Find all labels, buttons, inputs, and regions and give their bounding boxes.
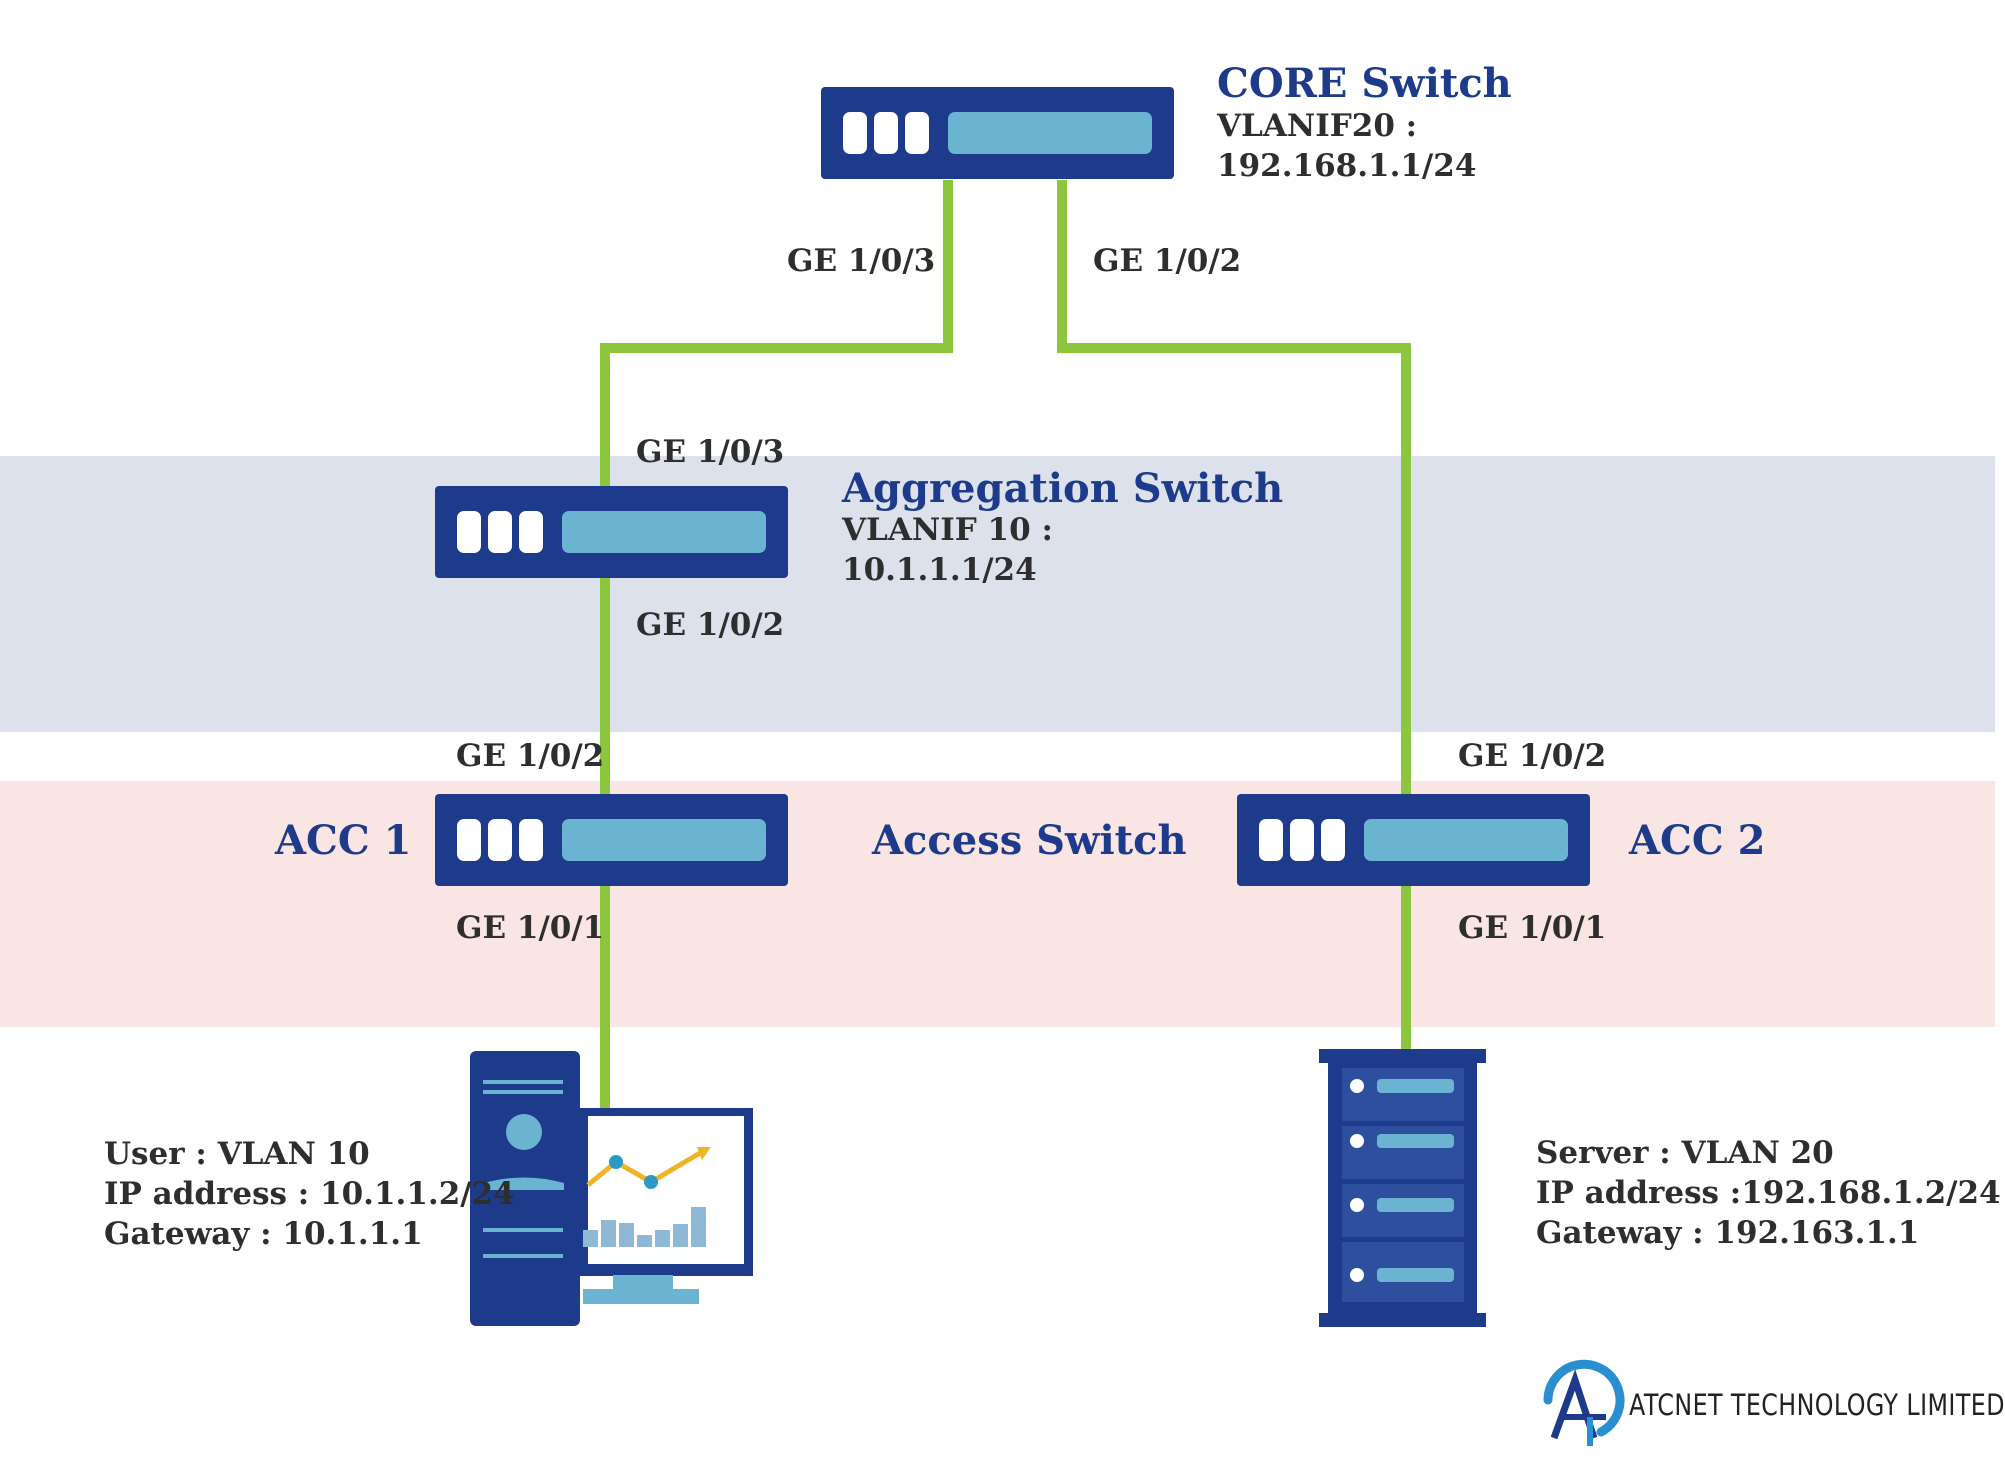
core-switch-title: CORE Switch: [1217, 60, 1512, 107]
core-switch-icon: [821, 87, 1174, 179]
company-logo-icon: [1543, 1359, 1625, 1446]
acc1-name: ACC 1: [275, 817, 412, 864]
core-vlanif-label: VLANIF20 :: [1217, 108, 1418, 144]
acc2-name: ACC 2: [1629, 817, 1766, 864]
acc2-port-down: GE 1/0/1: [1458, 910, 1607, 946]
core-port-right: GE 1/0/2: [1093, 243, 1242, 279]
acc1-port-down: GE 1/0/1: [456, 910, 605, 946]
user-gateway: Gateway : 10.1.1.1: [104, 1216, 423, 1252]
acc2-switch-icon: [1237, 794, 1590, 886]
core-port-left: GE 1/0/3: [787, 243, 936, 279]
aggregation-ip: 10.1.1.1/24: [842, 552, 1037, 588]
server-ip-address: IP address :192.168.1.2/24: [1536, 1175, 2001, 1211]
acc2-port-up: GE 1/0/2: [1458, 738, 1607, 774]
aggregation-vlanif-label: VLANIF 10 :: [842, 512, 1053, 548]
server-vlan: Server : VLAN 20: [1536, 1135, 1834, 1171]
aggregation-switch-icon: [435, 486, 788, 578]
acc1-port-up: GE 1/0/2: [456, 738, 605, 774]
company-name: ATCNET TECHNOLOGY LIMITED: [1629, 1388, 2005, 1422]
server-rack-icon: [1319, 1049, 1486, 1327]
link-core-to-acc2: [1057, 180, 1411, 802]
aggregation-port-up: GE 1/0/3: [636, 434, 785, 470]
access-layer-band: [0, 781, 1995, 1027]
access-switch-title: Access Switch: [872, 817, 1187, 864]
core-ip: 192.168.1.1/24: [1217, 148, 1477, 184]
server-gateway: Gateway : 192.163.1.1: [1536, 1215, 1920, 1251]
aggregation-switch-title: Aggregation Switch: [842, 465, 1284, 512]
user-computer-icon: [470, 1051, 753, 1326]
user-ip-address: IP address : 10.1.1.2/24: [104, 1176, 515, 1212]
link-core-to-aggregation: [600, 180, 953, 500]
aggregation-port-down: GE 1/0/2: [636, 607, 785, 643]
acc1-switch-icon: [435, 794, 788, 886]
user-vlan: User : VLAN 10: [104, 1136, 370, 1172]
aggregation-layer-band: [0, 456, 1995, 732]
